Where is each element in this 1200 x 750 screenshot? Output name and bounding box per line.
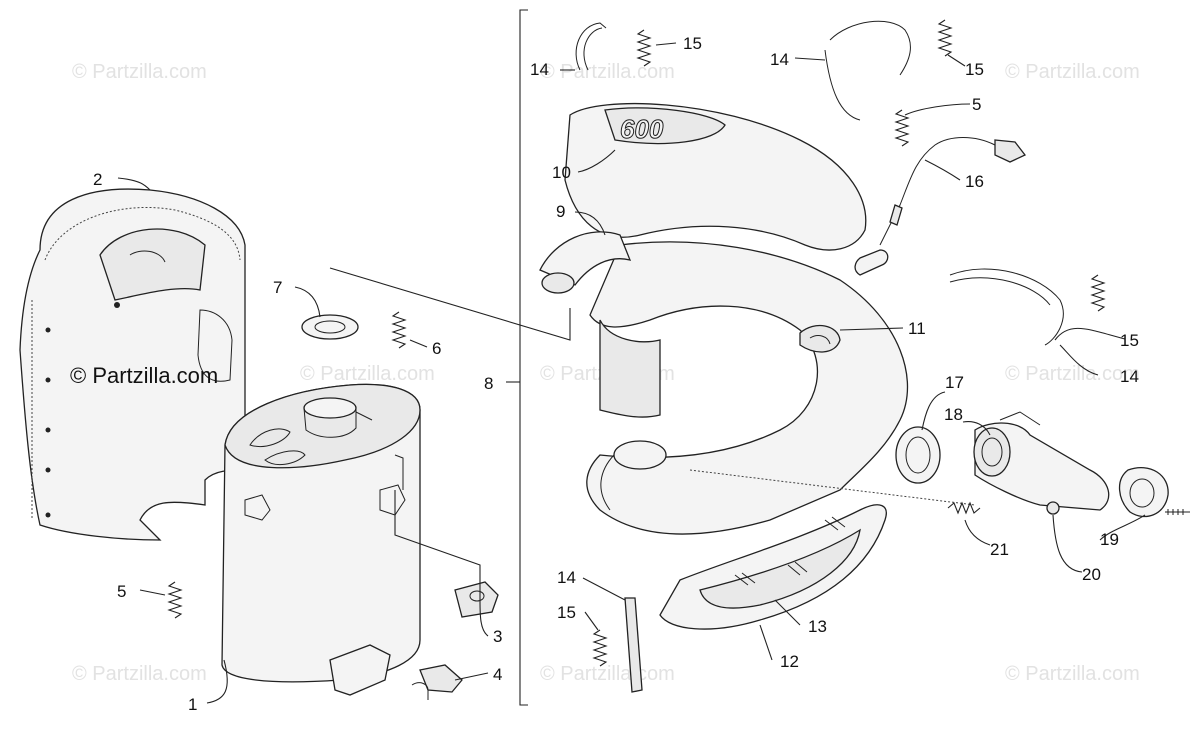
leader-lines bbox=[117, 42, 1146, 704]
watermark: © Partzilla.com bbox=[1005, 363, 1140, 385]
watermark: © Partzilla.com bbox=[1005, 61, 1140, 83]
callout-7: 7 bbox=[273, 278, 282, 297]
exhaust-gasket bbox=[1118, 466, 1169, 518]
callout-20: 20 bbox=[1082, 565, 1101, 584]
callout-labels: 2 1 3 4 5 5 6 7 8 9 10 11 12 13 14 14 14… bbox=[93, 34, 1139, 714]
callout-17: 17 bbox=[945, 373, 964, 392]
callout-12: 12 bbox=[780, 652, 799, 671]
callout-10: 10 bbox=[552, 163, 571, 182]
callout-14: 14 bbox=[770, 50, 789, 69]
band-clamp bbox=[824, 20, 911, 121]
callout-5: 5 bbox=[117, 582, 126, 601]
brand-label: © Partzilla.com bbox=[70, 363, 218, 388]
callout-1: 1 bbox=[188, 695, 197, 714]
lower-heat-shield bbox=[659, 504, 887, 630]
muffler-can bbox=[221, 383, 421, 696]
callout-8: 8 bbox=[484, 374, 493, 393]
exhaust-cover: 600 bbox=[564, 102, 867, 251]
seal-ring bbox=[895, 426, 941, 484]
watermark: © Partzilla.com bbox=[72, 61, 207, 83]
callout-14: 14 bbox=[530, 60, 549, 79]
callout-14: 14 bbox=[557, 568, 576, 587]
watermark: © Partzilla.com bbox=[300, 363, 435, 385]
callout-4: 4 bbox=[493, 665, 502, 684]
callout-15: 15 bbox=[1120, 331, 1139, 350]
exhaust-springs bbox=[167, 19, 1106, 667]
callout-15: 15 bbox=[965, 60, 984, 79]
watermark: © Partzilla.com bbox=[540, 61, 675, 83]
exhaust-manifold bbox=[973, 411, 1110, 511]
rubber-mount-3 bbox=[454, 581, 499, 618]
callout-15: 15 bbox=[557, 603, 576, 622]
stud-bolt bbox=[1165, 509, 1190, 515]
grommet bbox=[301, 314, 359, 340]
callout-21: 21 bbox=[990, 540, 1009, 559]
callout-16: 16 bbox=[965, 172, 984, 191]
watermark: © Partzilla.com bbox=[1005, 663, 1140, 685]
callout-18: 18 bbox=[944, 405, 963, 424]
callout-9: 9 bbox=[556, 202, 565, 221]
group-bracket bbox=[506, 9, 528, 706]
callout-5: 5 bbox=[972, 95, 981, 114]
callout-2: 2 bbox=[93, 170, 102, 189]
callout-6: 6 bbox=[432, 339, 441, 358]
band-clamp bbox=[575, 22, 607, 71]
watermark: © Partzilla.com bbox=[72, 663, 207, 685]
heat-shield-cover bbox=[19, 188, 246, 541]
exhaust-temp-sensor bbox=[854, 137, 1027, 276]
callout-19: 19 bbox=[1100, 530, 1119, 549]
callout-13: 13 bbox=[808, 617, 827, 636]
model-engraving: 600 bbox=[620, 114, 664, 144]
expansion-chamber bbox=[539, 231, 908, 535]
band-clamp bbox=[624, 597, 643, 693]
callout-3: 3 bbox=[493, 627, 502, 646]
callout-11: 11 bbox=[908, 319, 926, 338]
callout-15: 15 bbox=[683, 34, 702, 53]
rubber-mount-4 bbox=[411, 664, 463, 700]
callout-14: 14 bbox=[1120, 367, 1139, 386]
watermark: © Partzilla.com bbox=[540, 663, 675, 685]
band-clamp bbox=[949, 268, 1064, 346]
manifold-nut bbox=[1046, 501, 1060, 515]
